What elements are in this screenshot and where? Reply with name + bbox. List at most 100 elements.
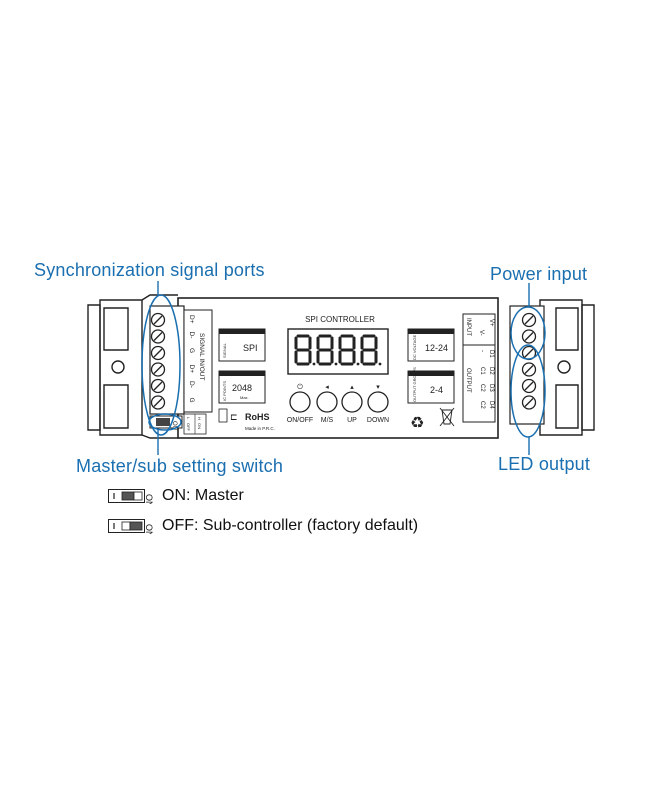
output-common-label: C2	[479, 401, 485, 409]
signal-terminal-screw	[150, 345, 166, 361]
sync-ports-callout: Synchronization signal ports	[34, 260, 265, 280]
display-digit	[294, 334, 316, 366]
svg-text:ON: ON	[144, 494, 154, 504]
callout-leaders	[157, 281, 530, 455]
switch-highlight	[148, 413, 182, 431]
output-pin-label: D2	[488, 367, 494, 375]
output-terminal-screw	[521, 378, 537, 394]
input-header: INPUT	[465, 318, 471, 336]
output-terminal-screw	[521, 312, 537, 328]
legend-row-on: ON ON: Master	[108, 487, 244, 505]
signal-header: SIGNAL IN/OUT	[198, 333, 205, 380]
led-output-highlight	[510, 344, 546, 438]
output-groups-label: OUTPUT GROUPS	[412, 367, 417, 402]
signal-pin-label: D+	[188, 365, 195, 374]
sync-signal-terminals	[150, 312, 166, 410]
power-icon: ⏻	[297, 383, 303, 391]
display-digit	[360, 334, 382, 366]
switch-hl-labels: L OFF H ON	[183, 413, 207, 435]
power-output-label-strip	[462, 313, 496, 423]
legend-row-off: ON OFF: Sub-controller (factory default)	[108, 517, 418, 535]
input-pin-label: V-	[478, 330, 484, 336]
recycle-icon: ♻	[410, 413, 424, 432]
up-button[interactable]: ▴ UP	[341, 383, 363, 424]
svg-text:ON: ON	[144, 524, 154, 534]
sync-ports-highlight	[141, 294, 181, 436]
output-groups-box: OUTPUT GROUPS 2-4	[407, 367, 455, 404]
switch-on-label: ON	[171, 421, 177, 430]
dc-voltage-label: DC VOLTAGE	[412, 334, 417, 360]
left-mounting-bracket	[87, 294, 178, 439]
display-digit	[316, 334, 338, 366]
ic-points-label: IC POINTS	[222, 381, 227, 401]
output-groups-value: 2-4	[430, 385, 443, 395]
switch-off-icon: ON	[108, 519, 154, 534]
signal-pin-label: D+	[188, 315, 195, 324]
signal-pin-label: D-	[188, 332, 195, 339]
dc-voltage-value: 12-24	[425, 343, 448, 353]
ic-points-box: IC POINTS 2048 Max.	[218, 370, 266, 404]
made-in-text: Made in P.R.C.	[245, 426, 275, 431]
up-arrow-icon: ▴	[350, 383, 354, 391]
switch-on-small-label: ON	[197, 423, 202, 429]
ic-points-value: 2048	[232, 383, 252, 393]
output-common-label: C1	[479, 367, 485, 375]
button-label: DOWN	[367, 417, 389, 424]
weee-bin-icon	[439, 407, 455, 427]
signal-type-label: SIGNAL	[222, 343, 227, 358]
switch-on-icon: ON	[108, 489, 154, 504]
signal-terminal-screw	[150, 395, 166, 410]
display-digit	[338, 334, 360, 366]
legend-off-text: OFF: Sub-controller (factory default)	[162, 517, 419, 534]
device-title: SPI CONTROLLER	[305, 315, 375, 324]
button-label: UP	[347, 417, 357, 424]
signal-terminal-screw	[150, 378, 166, 394]
signal-type-value: SPI	[243, 343, 258, 353]
switch-l-label: L	[186, 417, 191, 420]
signal-terminal-screw	[150, 312, 166, 328]
control-buttons: ⏻ ON/OFF ◂ M/S ▴ UP ▾ DOWN	[287, 383, 389, 424]
signal-type-box: SIGNAL SPI	[218, 328, 266, 362]
ms-button[interactable]: ◂ M/S	[316, 383, 338, 424]
input-pin-label: V+	[488, 319, 494, 327]
output-terminal-screw	[521, 395, 537, 410]
signal-pin-label: D-	[188, 381, 195, 388]
legend-on-text: ON: Master	[162, 487, 244, 504]
power-led-terminals	[521, 312, 537, 410]
output-pin-label: D4	[488, 401, 494, 409]
svg-text:⊏: ⊏	[230, 412, 238, 422]
left-arrow-icon: ◂	[325, 383, 329, 391]
button-label: ON/OFF	[287, 417, 313, 424]
power-input-highlight	[510, 306, 546, 360]
dc-voltage-box: DC VOLTAGE 12-24	[407, 328, 455, 362]
down-button[interactable]: ▾ DOWN	[367, 383, 389, 424]
onoff-button[interactable]: ⏻ ON/OFF	[287, 383, 313, 424]
switch-off-label: OFF	[186, 423, 191, 432]
output-pin-label: D1	[488, 350, 494, 358]
switch-h-label: H	[197, 417, 202, 420]
led-output-callout: LED output	[498, 454, 591, 474]
output-common-label: -	[479, 350, 485, 352]
master-sub-switch-callout: Master/sub setting switch	[76, 456, 284, 476]
output-terminal-screw	[521, 329, 537, 344]
signal-terminal-screw	[150, 362, 166, 377]
power-input-callout: Power input	[490, 264, 588, 284]
output-terminal-screw	[521, 362, 537, 377]
signal-pin-label: G	[188, 398, 195, 403]
output-header: OUTPUT	[465, 368, 471, 393]
signal-label-strip	[183, 309, 213, 413]
ce-mark: ⊏	[218, 408, 238, 423]
down-arrow-icon: ▾	[376, 383, 380, 391]
output-pin-label: D3	[488, 384, 494, 392]
right-mounting-bracket	[539, 299, 595, 436]
signal-terminal-screw	[150, 329, 166, 344]
output-common-label: C2	[479, 384, 485, 392]
button-label: M/S	[321, 417, 334, 424]
signal-pin-label: G	[188, 348, 195, 353]
ic-points-sub: Max.	[240, 395, 249, 400]
led-display	[287, 328, 389, 375]
